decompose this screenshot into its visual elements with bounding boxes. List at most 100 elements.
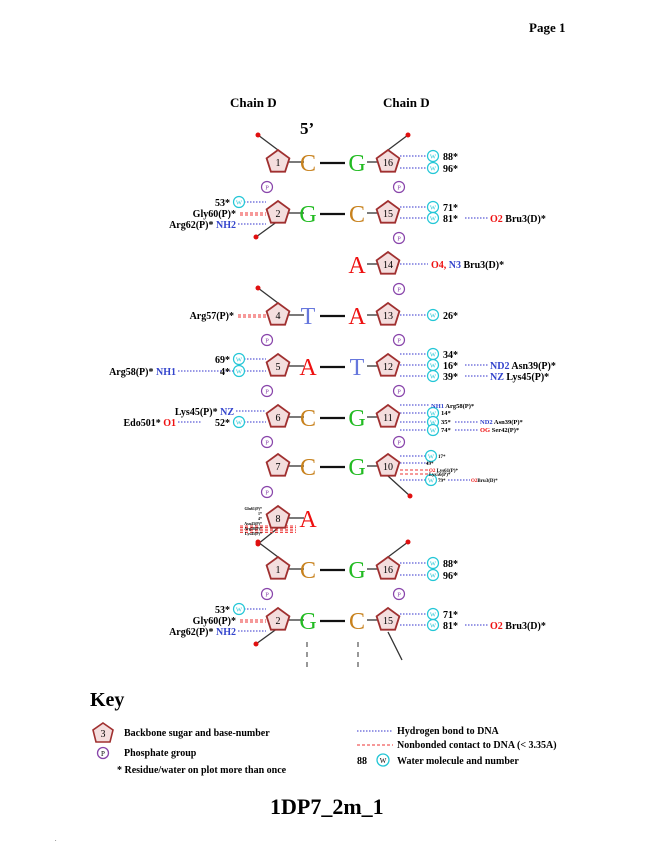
phosphate-right-1: [392, 231, 406, 245]
phosphate-left-4-label: P: [265, 389, 269, 396]
pair15b-w71-label: W: [430, 612, 437, 619]
svg-text:4: 4: [276, 311, 281, 322]
g11-w35-num: 35*: [441, 419, 451, 426]
w69: [232, 352, 246, 366]
sugar-right-12: 12: [375, 352, 401, 377]
svg-text:16: 16: [383, 158, 393, 169]
svg-text:5: 5: [276, 362, 281, 373]
g11-w74-label: W: [430, 428, 437, 435]
sugar-left-4: 4: [265, 301, 291, 326]
base-left-2: G: [299, 202, 316, 228]
w34-label: W: [430, 352, 437, 359]
stub-left-8: [257, 527, 279, 545]
base-left-4: T: [301, 304, 316, 330]
base-left-5: A: [299, 355, 317, 381]
w69-num: 69*: [215, 355, 230, 366]
sugar-left-8: 8: [265, 504, 291, 529]
phosphate-left-5-label: P: [265, 440, 269, 447]
phosphate-left-8: [260, 587, 274, 601]
sugar-right-14: 14: [375, 250, 401, 275]
w4-num: 4*: [220, 367, 230, 378]
stub-right-16b: [387, 541, 409, 558]
phosphate-right-3: [392, 333, 406, 347]
w39: [426, 369, 440, 383]
w52-label: W: [236, 420, 243, 427]
backbone-layer: [253, 132, 413, 661]
arg58-label: Arg58(P)* NH1: [109, 367, 176, 378]
base-left-8: A: [299, 507, 317, 533]
contact-lines-layer: [178, 155, 488, 632]
g11-ser-label: OG Ser42(P)*: [480, 427, 519, 434]
w26-label: W: [430, 313, 437, 320]
pair15-w71-num: 71*: [443, 203, 458, 214]
sugar-left-7: 7: [265, 452, 291, 477]
pair15-w81: [426, 211, 440, 225]
sugar-left-1: 1: [265, 148, 291, 173]
base-right-16: G: [348, 151, 365, 177]
pair1b-w2: [426, 568, 440, 582]
pair15b-w81-num: 81*: [443, 621, 458, 632]
w69-label: W: [236, 357, 243, 364]
sugar-right-11: 11: [375, 403, 401, 428]
stub-right-16-end: [405, 132, 411, 138]
pair15b-bru: O2 Bru3(D)*: [490, 621, 546, 632]
phosphate-left-3-label: P: [265, 338, 269, 345]
base-left-1: C: [300, 558, 316, 584]
svg-text:11: 11: [383, 413, 393, 424]
phosphate-left-3: [260, 333, 274, 347]
phosphate-right-2-label: P: [397, 287, 401, 294]
pair1-w2-label: W: [430, 166, 437, 173]
stub-left-4: [257, 287, 279, 304]
key-sugar-desc: Backbone sugar and base-number: [124, 728, 270, 739]
svg-text:2: 2: [276, 616, 281, 627]
pair1b-w2-num: 96*: [443, 571, 458, 582]
pair1b-w2-label: W: [430, 573, 437, 580]
svg-text:1: 1: [276, 565, 281, 576]
stub-left-1: [257, 134, 279, 151]
key-water-desc: Water molecule and number: [397, 756, 519, 767]
g11-w74: [426, 423, 440, 437]
sugar-right-15: 15: [375, 199, 401, 224]
svg-text:W: W: [380, 757, 387, 765]
w16-num: 16*: [443, 361, 458, 372]
lys45r-label: NZ Lys45(P)*: [490, 372, 549, 383]
key-water-icon: W: [376, 753, 390, 767]
stub-left-2b: [255, 627, 279, 645]
a8-label-5: Lys45(P)*: [245, 531, 262, 536]
phosphate-left-0-label: P: [265, 185, 269, 192]
a14-contact: O4, N3 Bru3(D)*: [431, 260, 504, 271]
w52: [232, 415, 246, 429]
stub-right-16b-end: [405, 539, 411, 545]
g10-w17-num: 17*: [438, 455, 446, 460]
base-left-7: C: [300, 455, 316, 481]
pair2b-gly: Gly60(P)*: [193, 616, 236, 627]
phosphate-left-0: [260, 180, 274, 194]
w39-num: 39*: [443, 372, 458, 383]
pair15-bru: O2 Bru3(D)*: [490, 214, 546, 225]
stub-left-4-end: [255, 285, 261, 291]
pair2-w53: [232, 195, 246, 209]
svg-text:15: 15: [383, 209, 393, 220]
svg-text:7: 7: [276, 462, 281, 473]
key-phosphate-desc: Phosphate group: [124, 748, 197, 759]
g11-nh1-label: NH1 Arg58(P)*: [431, 403, 474, 410]
stub-left-2: [255, 220, 279, 238]
stub-left-1-end: [255, 132, 261, 138]
stub-left-2-end: [253, 234, 259, 240]
key-phosphate-icon: P: [96, 746, 110, 760]
phosphate-right-4: [392, 384, 406, 398]
pair2b-w53: [232, 602, 246, 616]
pair2-w53-label: W: [236, 200, 243, 207]
svg-text:16: 16: [383, 565, 393, 576]
g10-w17: [424, 449, 438, 463]
w16-label: W: [430, 363, 437, 370]
svg-text:8: 8: [276, 514, 281, 525]
pair2-w53-num: 53*: [215, 198, 230, 209]
phosphate-right-0: [392, 180, 406, 194]
base-right-16: G: [348, 558, 365, 584]
edo-label: Edo501* O1: [123, 418, 176, 429]
phosphate-left-8-label: P: [265, 592, 269, 599]
arg57-label: Arg57(P)*: [190, 311, 234, 322]
